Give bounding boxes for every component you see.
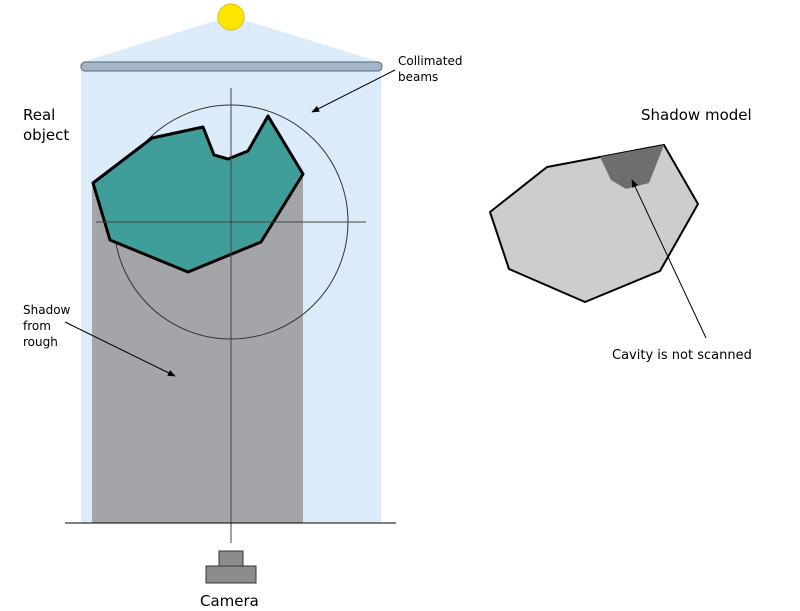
collimating-lens xyxy=(80,61,383,72)
shadow-model-label: Shadow model xyxy=(641,106,752,124)
shadow-arrow xyxy=(64,321,176,377)
cavity-arrow xyxy=(631,179,707,339)
cavity-label: Cavity is not scanned xyxy=(612,348,752,363)
light-cone xyxy=(82,16,380,62)
camera-icon xyxy=(205,550,257,584)
light-source-icon xyxy=(217,3,245,31)
shadow-from-rough-label: Shadow from rough xyxy=(23,303,74,349)
camera-body xyxy=(205,565,257,584)
camera-lens-part xyxy=(218,550,244,568)
shadow-model xyxy=(489,144,699,303)
collimated-beams-label: Collimated beams xyxy=(398,54,466,84)
collimated-beams-arrow xyxy=(311,69,396,113)
real-object xyxy=(91,114,305,274)
object-shadow xyxy=(92,175,303,523)
cavity-region xyxy=(600,145,664,189)
real-object-label: Real object xyxy=(23,106,69,144)
camera-label: Camera xyxy=(200,592,259,610)
